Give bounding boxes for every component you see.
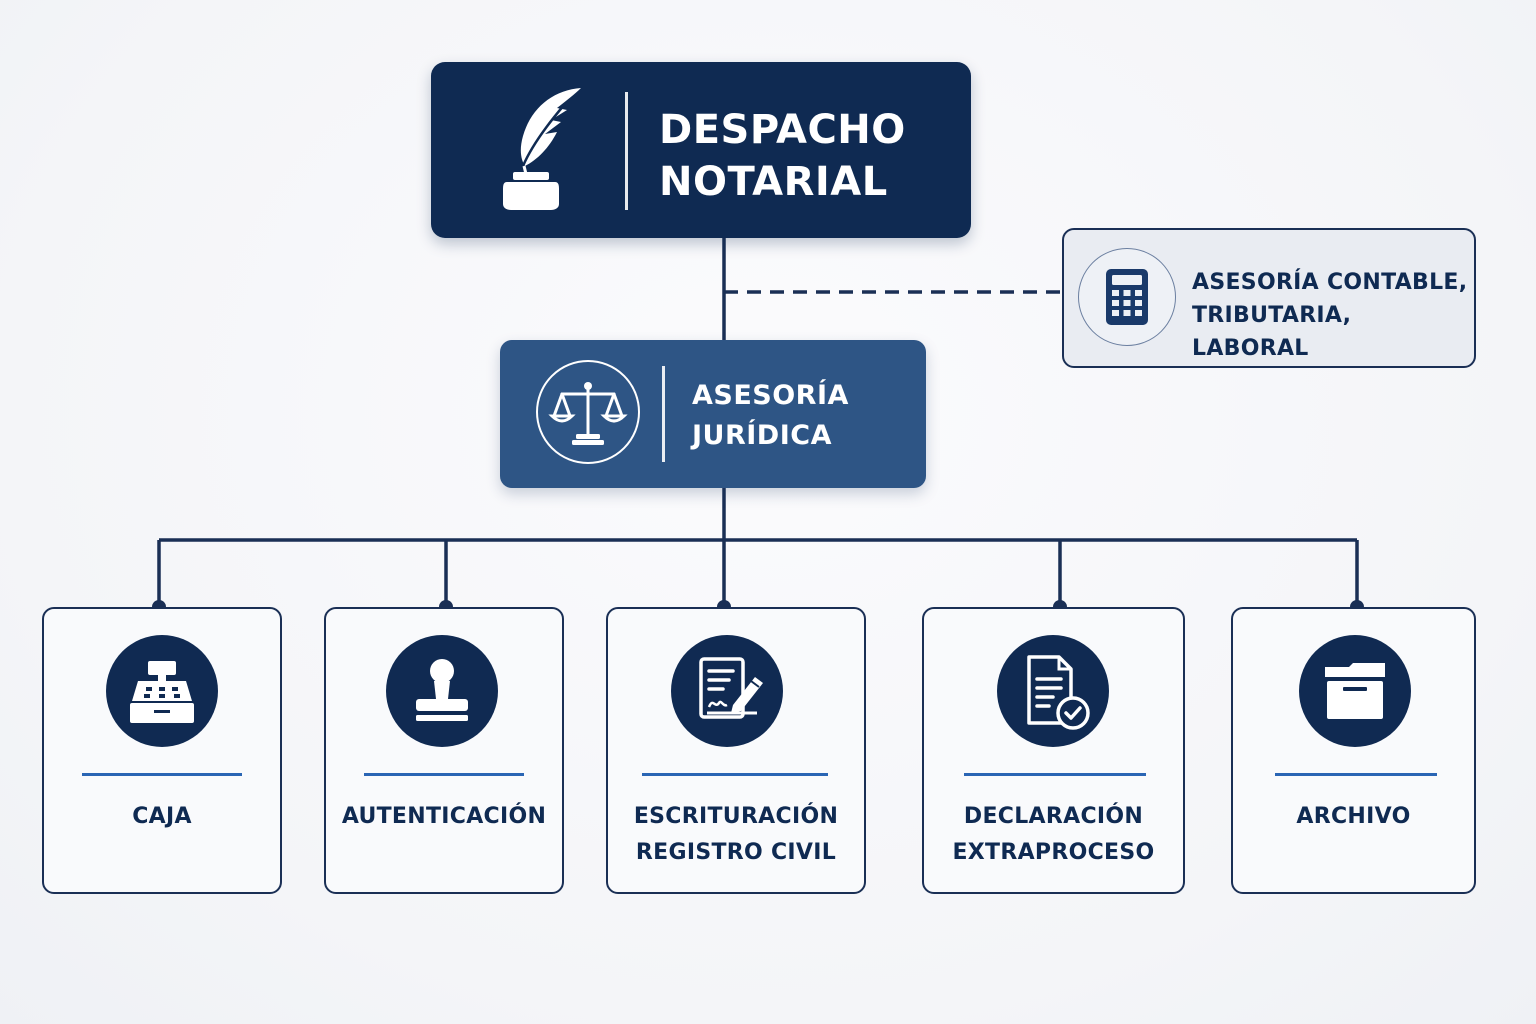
calculator-icon (1106, 269, 1148, 325)
dept-icon-circle (386, 635, 498, 747)
title-divider (625, 92, 628, 210)
dept-card-escrituracion: ESCRITURACIÓN REGISTRO CIVIL (606, 607, 866, 894)
dept-label: DECLARACIÓN EXTRAPROCESO (924, 799, 1183, 871)
dept-label-line-2: REGISTRO CIVIL (635, 840, 837, 865)
quill-inkwell-icon (503, 88, 581, 210)
dept-card-caja: CAJA (42, 607, 282, 894)
side-title-line-1: ASESORÍA CONTABLE, (1192, 270, 1468, 295)
side-title-line-2: TRIBUTARIA, LABORAL (1192, 303, 1352, 361)
dept-label-line-1: CAJA (132, 804, 192, 829)
side-box-title: ASESORÍA CONTABLE, TRIBUTARIA, LABORAL (1192, 266, 1474, 365)
cash-register-icon (130, 661, 194, 723)
dept-accent-bar (1275, 773, 1437, 776)
dept-icon-circle (671, 635, 783, 747)
asesoria-juridica-box: ASESORÍA JURÍDICA (500, 340, 926, 488)
dept-accent-bar (964, 773, 1146, 776)
archive-box-icon (1325, 663, 1385, 719)
document-signature-icon (699, 657, 763, 719)
dept-card-archivo: ARCHIVO (1231, 607, 1476, 894)
dept-icon-circle (106, 635, 218, 747)
dept-label-line-1: DECLARACIÓN (963, 804, 1144, 829)
dept-label-line-1: ARCHIVO (1296, 804, 1411, 829)
dept-label: CAJA (44, 799, 280, 835)
calculator-icon-frame (1078, 248, 1176, 346)
title-line-1: DESPACHO (659, 107, 906, 153)
dept-accent-bar (82, 773, 242, 776)
dept-icon-circle (1299, 635, 1411, 747)
dept-label: ESCRITURACIÓN REGISTRO CIVIL (608, 799, 864, 871)
dept-icon-circle (997, 635, 1109, 747)
document-check-icon (1027, 655, 1090, 730)
dept-label-line-2: EXTRAPROCESO (952, 840, 1155, 865)
asesoria-contable-box: ASESORÍA CONTABLE, TRIBUTARIA, LABORAL (1062, 228, 1476, 368)
despacho-notarial-box: DESPACHO NOTARIAL (431, 62, 971, 238)
dept-label-line-1: AUTENTICACIÓN (341, 804, 547, 829)
middle-title-line-1: ASESORÍA (692, 380, 849, 411)
dept-label: AUTENTICACIÓN (326, 799, 562, 835)
dept-card-autenticacion: AUTENTICACIÓN (324, 607, 564, 894)
dept-accent-bar (364, 773, 524, 776)
dept-label-line-1: ESCRITURACIÓN (633, 804, 839, 829)
title-line-2: NOTARIAL (659, 159, 888, 205)
scales-of-justice-icon (548, 382, 628, 445)
middle-title-line-2: JURÍDICA (692, 420, 832, 451)
middle-box-title: ASESORÍA JURÍDICA (692, 376, 849, 456)
dept-card-declaracion: DECLARACIÓN EXTRAPROCESO (922, 607, 1185, 894)
page-title: DESPACHO NOTARIAL (659, 104, 906, 208)
rubber-stamp-icon (416, 659, 468, 721)
dept-label: ARCHIVO (1233, 799, 1474, 835)
scales-icon-frame (536, 360, 640, 464)
middle-divider (662, 366, 665, 462)
dept-accent-bar (642, 773, 828, 776)
